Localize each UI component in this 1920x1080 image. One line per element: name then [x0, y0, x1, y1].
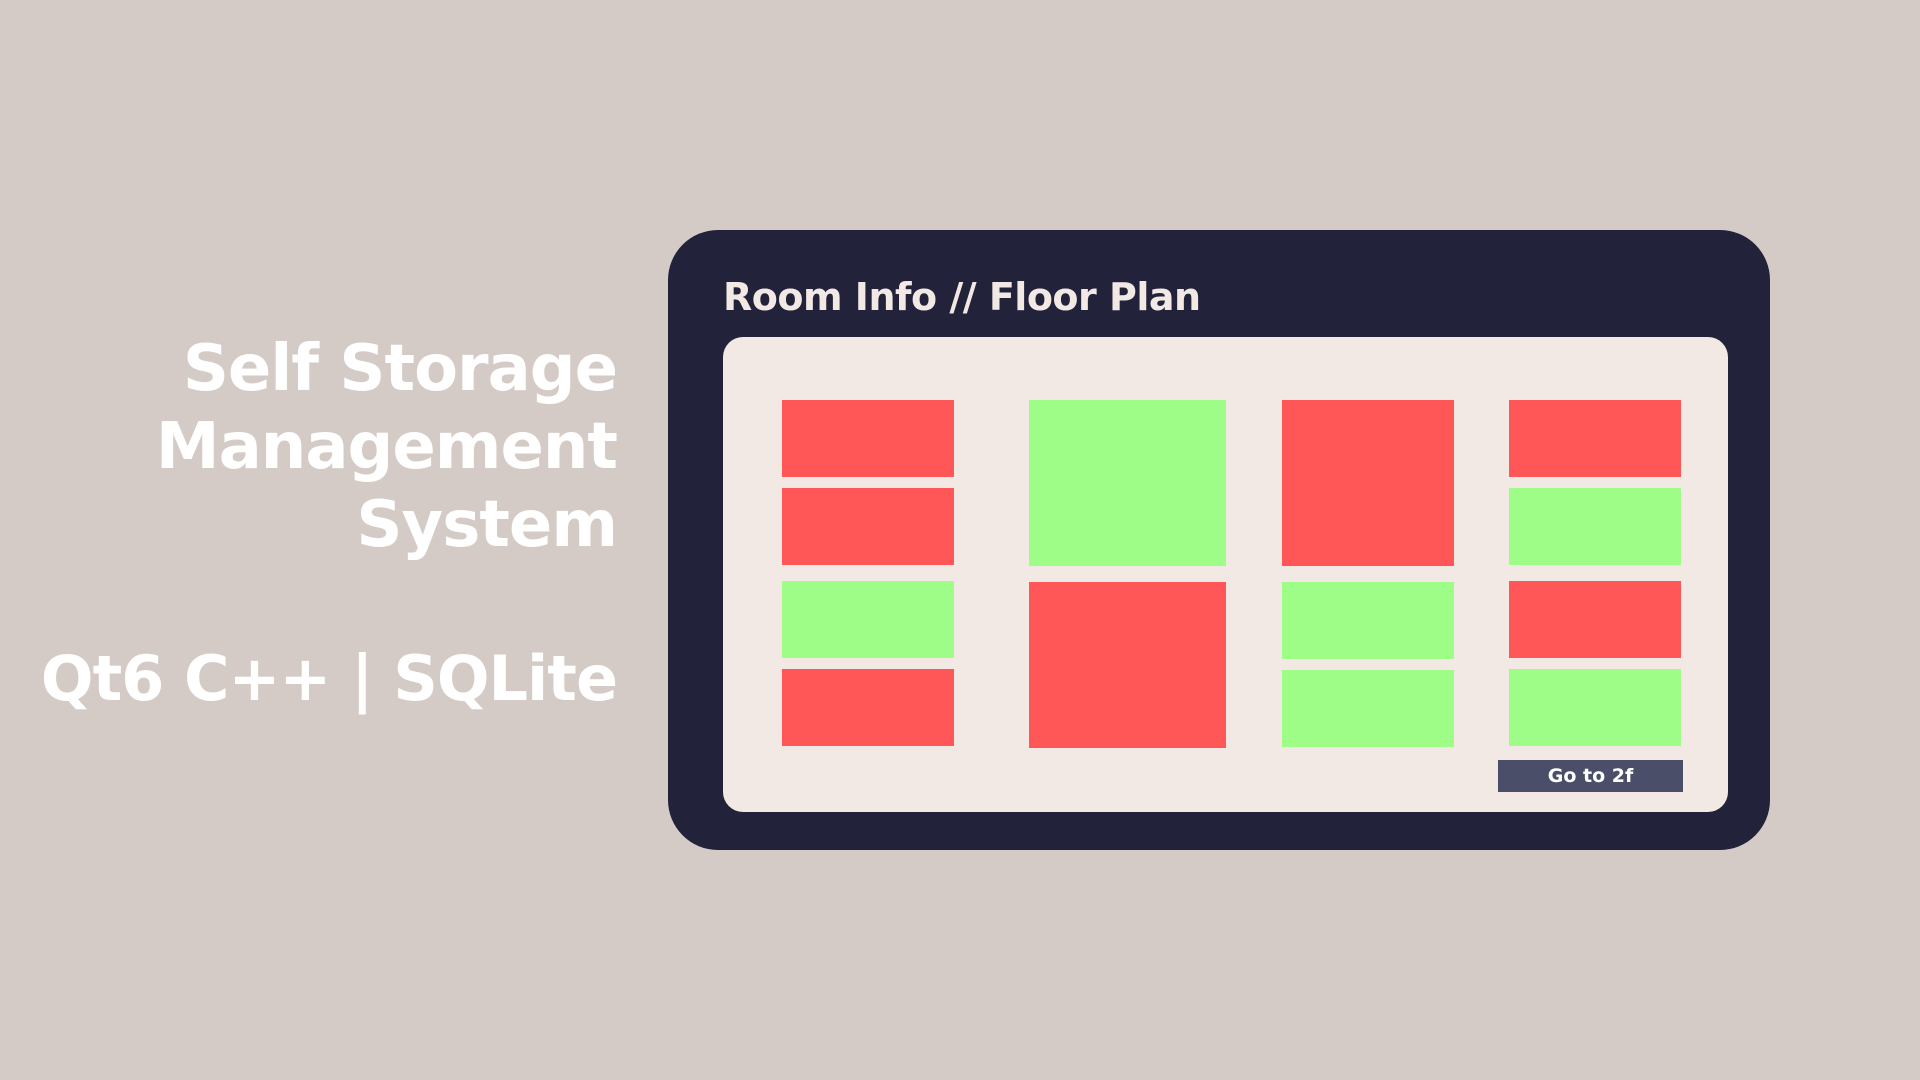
storage-room-occupied[interactable]: [1509, 400, 1681, 477]
floor-plan-window: Room Info // Floor Plan Go to 2f: [668, 230, 1770, 850]
storage-room-occupied[interactable]: [782, 669, 954, 746]
app-title: Self Storage Management System: [155, 330, 618, 564]
storage-room-occupied[interactable]: [1509, 581, 1681, 658]
floor-plan-panel: Go to 2f: [723, 337, 1728, 812]
tech-stack-label: Qt6 C++ | SQLite: [40, 642, 618, 715]
app-title-line-3: System: [356, 488, 618, 562]
storage-room-available[interactable]: [1282, 670, 1454, 747]
app-title-line-1: Self Storage: [182, 332, 618, 406]
storage-room-occupied[interactable]: [1029, 582, 1226, 748]
window-title: Room Info // Floor Plan: [723, 275, 1201, 319]
storage-room-available[interactable]: [1509, 669, 1681, 746]
storage-room-occupied[interactable]: [782, 400, 954, 477]
app-title-line-2: Management: [155, 410, 618, 484]
storage-room-available[interactable]: [1509, 488, 1681, 565]
storage-room-occupied[interactable]: [782, 488, 954, 565]
storage-room-available[interactable]: [1282, 582, 1454, 659]
go-to-floor-button[interactable]: Go to 2f: [1498, 760, 1683, 792]
storage-room-occupied[interactable]: [1282, 400, 1454, 566]
storage-room-available[interactable]: [1029, 400, 1226, 566]
storage-room-available[interactable]: [782, 581, 954, 658]
